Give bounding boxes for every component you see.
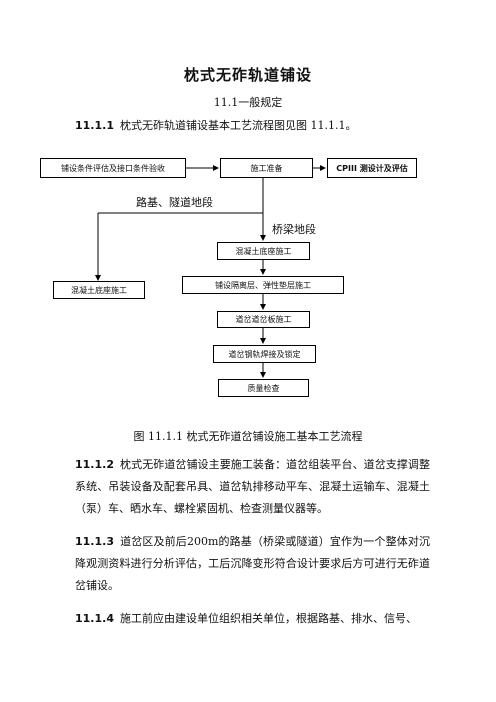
clause-text: 枕式无砟道岔铺设主要施工装备：道岔组装平台、道岔支撑调整系统、吊装设备及配套吊具… — [75, 458, 430, 515]
clause-number: 11.1.3 — [75, 535, 114, 548]
paragraph-11-1-1: 11.1.1 枕式无砟轨道铺设基本工艺流程图见图 11.1.1。 — [75, 115, 430, 137]
flow-box-base-bridge: 混凝土底座施工 — [217, 242, 310, 260]
figure-caption: 图 11.1.1 枕式无砟道岔铺设施工基本工艺流程 — [133, 430, 363, 443]
clause-number: 11.1.1 — [75, 119, 114, 132]
section-heading: 11.1一般规定 — [213, 96, 283, 109]
flow-box-cpiii: CPIII 测设计及评估 — [327, 158, 417, 178]
clause-number: 11.1.2 — [75, 458, 114, 471]
flow-box-slab: 道岔道岔板施工 — [217, 311, 310, 328]
branch-label-bridge: 桥梁地段 — [272, 223, 316, 236]
paragraph-11-1-4: 11.1.4 施工前应由建设单位组织相关单位，根据路基、排水、信号、 — [75, 608, 430, 630]
clause-text: 道岔区及前后200m的路基（桥梁或隧道）宜作为一个整体对沉降观测资料进行分析评估… — [75, 535, 430, 592]
branch-label-road: 路基、隧道地段 — [136, 196, 213, 209]
page-title: 枕式无砟轨道铺设 — [183, 66, 312, 84]
flow-box-weld: 道岔钢轨焊接及锁定 — [213, 345, 316, 363]
clause-number: 11.1.4 — [75, 612, 114, 625]
flow-box-acceptance: 铺设条件评估及接口条件验收 — [40, 158, 186, 178]
clause-text: 施工前应由建设单位组织相关单位，根据路基、排水、信号、 — [119, 612, 417, 625]
flow-box-prep: 施工准备 — [220, 158, 313, 178]
flow-box-base-road: 混凝土底座施工 — [53, 281, 145, 299]
clause-text: 枕式无砟轨道铺设基本工艺流程图见图 11.1.1。 — [119, 119, 357, 132]
flow-box-quality: 质量检查 — [218, 379, 309, 397]
flow-box-isolation: 铺设隔离层、弹性垫层施工 — [182, 276, 344, 294]
